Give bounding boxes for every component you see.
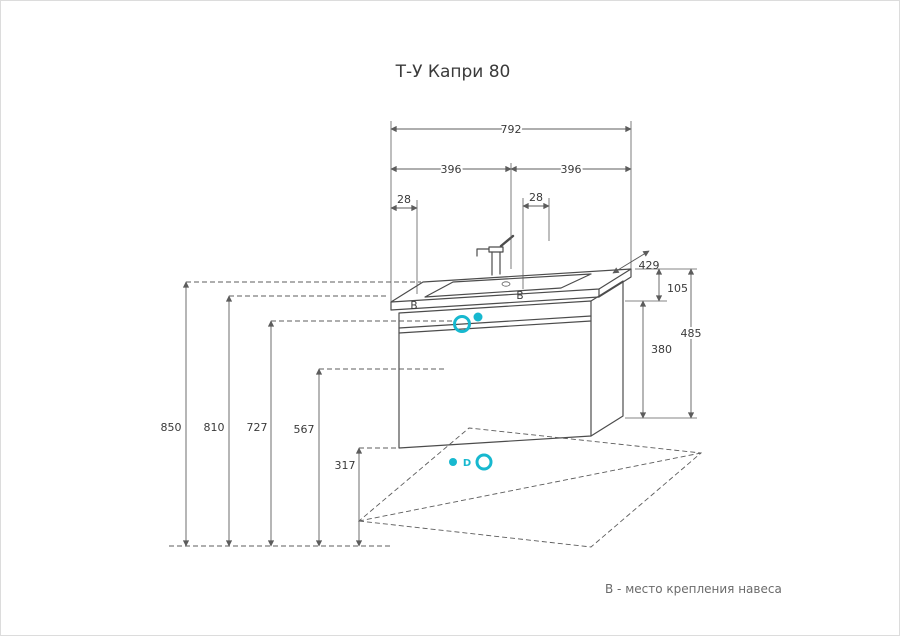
dim-28-left: 28	[397, 193, 411, 206]
dim-727: 727	[247, 421, 268, 434]
dim-850: 850	[161, 421, 182, 434]
drain-position-markers: D	[449, 453, 493, 471]
dim-810: 810	[204, 421, 225, 434]
dim-380: 380	[651, 343, 672, 356]
cabinet-body	[398, 280, 624, 449]
dimension-total-width: 792	[390, 121, 632, 302]
water-connection-markers	[453, 312, 483, 333]
dim-792: 792	[501, 123, 522, 136]
dim-567: 567	[294, 423, 315, 436]
dim-396-right: 396	[561, 163, 582, 176]
page-title: Т-У Капри 80	[395, 62, 511, 82]
dim-317: 317	[335, 459, 356, 472]
dimension-right-heights: 105 380 485	[625, 268, 704, 419]
mount-point-label-right: В	[516, 290, 523, 302]
basin-bowl	[424, 273, 592, 298]
dimension-mount-offsets: 28 28	[390, 189, 550, 294]
dimension-left-heights: 850 810 727 567 317	[159, 281, 453, 547]
dim-105: 105	[667, 282, 688, 295]
dim-28-center: 28	[529, 191, 543, 204]
legend-note: В - место крепления навеса	[605, 582, 782, 596]
drain-dot-icon	[449, 458, 457, 466]
drain-hole	[501, 281, 511, 287]
dim-396-left: 396	[441, 163, 462, 176]
dimension-half-widths: 396 396	[390, 161, 632, 178]
dim-485: 485	[681, 327, 702, 340]
connection-ring-icon	[453, 315, 471, 333]
floor-projection: D	[357, 427, 703, 548]
side-panel	[590, 280, 624, 437]
connection-dot-icon	[473, 312, 483, 322]
washbasin-counter	[390, 268, 632, 311]
mount-point-label-left: В	[410, 300, 417, 312]
drain-ring-icon	[475, 453, 493, 471]
drain-letter: D	[463, 458, 471, 469]
dim-429: 429	[639, 259, 660, 272]
faucet	[476, 234, 515, 276]
handle-groove	[398, 315, 592, 334]
